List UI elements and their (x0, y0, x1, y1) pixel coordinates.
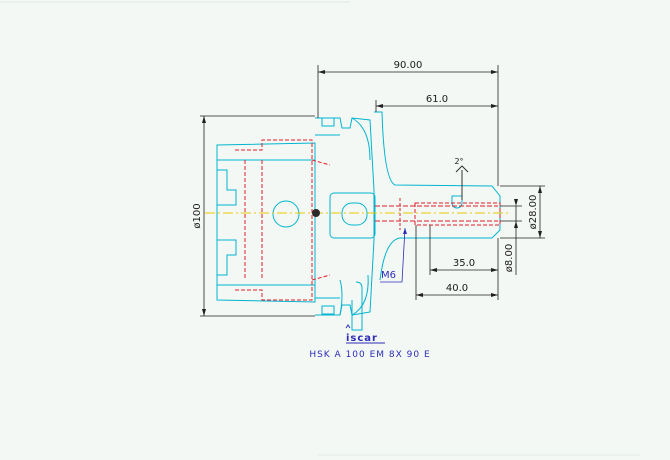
coolant-port (341, 202, 368, 226)
dim-bore-diameter: ø28.00 (528, 195, 539, 230)
flange-lower (315, 239, 375, 316)
dim-hole-diameter: ø8.00 (504, 244, 515, 272)
flange-curve (351, 117, 371, 161)
arrow (403, 228, 407, 234)
clamp-curve (339, 279, 343, 316)
hidden-lines (235, 139, 501, 301)
arrow (538, 186, 542, 193)
internal-bore (235, 139, 313, 301)
thread-leader (380, 227, 406, 283)
arrow (430, 268, 437, 272)
arrow (202, 309, 206, 316)
dim-flange-diameter: ø100 (192, 203, 203, 228)
hidden-line (311, 274, 331, 281)
flange-upper (315, 117, 375, 191)
arrow (376, 104, 383, 108)
arrow (491, 268, 498, 272)
coolant-tube (329, 192, 376, 239)
cross-hole-circle (272, 200, 300, 228)
dim-gauge-length: 61.0 (426, 94, 448, 105)
holder-outline (216, 111, 501, 331)
iscar-logo: iscar (345, 324, 385, 344)
thread-label: M6 (381, 270, 396, 281)
arrow (202, 116, 206, 123)
center-dot (312, 209, 320, 217)
dim-bore-depth: 35.0 (453, 258, 475, 269)
drive-key (217, 169, 237, 206)
part-designation: HSK A 100 EM 8X 90 E (309, 350, 431, 360)
dimension-arrows (202, 70, 542, 316)
holder-nose (374, 111, 501, 281)
logo-text: iscar (346, 333, 378, 344)
dimension-lines (200, 65, 545, 317)
arrow (514, 221, 518, 228)
flange-curve (351, 274, 369, 316)
hsk-shank-outline (216, 142, 316, 303)
flange-slot (321, 117, 335, 127)
set-screw-hole (451, 195, 463, 209)
arrow (491, 104, 498, 108)
clamp-lug (351, 281, 363, 331)
drive-key (217, 239, 237, 276)
center-mark (205, 165, 510, 217)
arrow (514, 199, 518, 206)
angle-arrow (455, 165, 469, 173)
dim-overall-length: 90.00 (394, 60, 423, 71)
arrow (538, 231, 542, 238)
hidden-line (311, 159, 331, 166)
dim-shank-depth: 40.0 (446, 283, 468, 294)
dim-angle: 2° (454, 157, 463, 166)
arrow (491, 293, 498, 297)
arrow (416, 293, 423, 297)
arrow (491, 70, 498, 74)
logo-flame-icon (345, 324, 351, 329)
arrow (318, 70, 325, 74)
tool-bore (414, 202, 501, 226)
flange-slot (321, 305, 335, 315)
